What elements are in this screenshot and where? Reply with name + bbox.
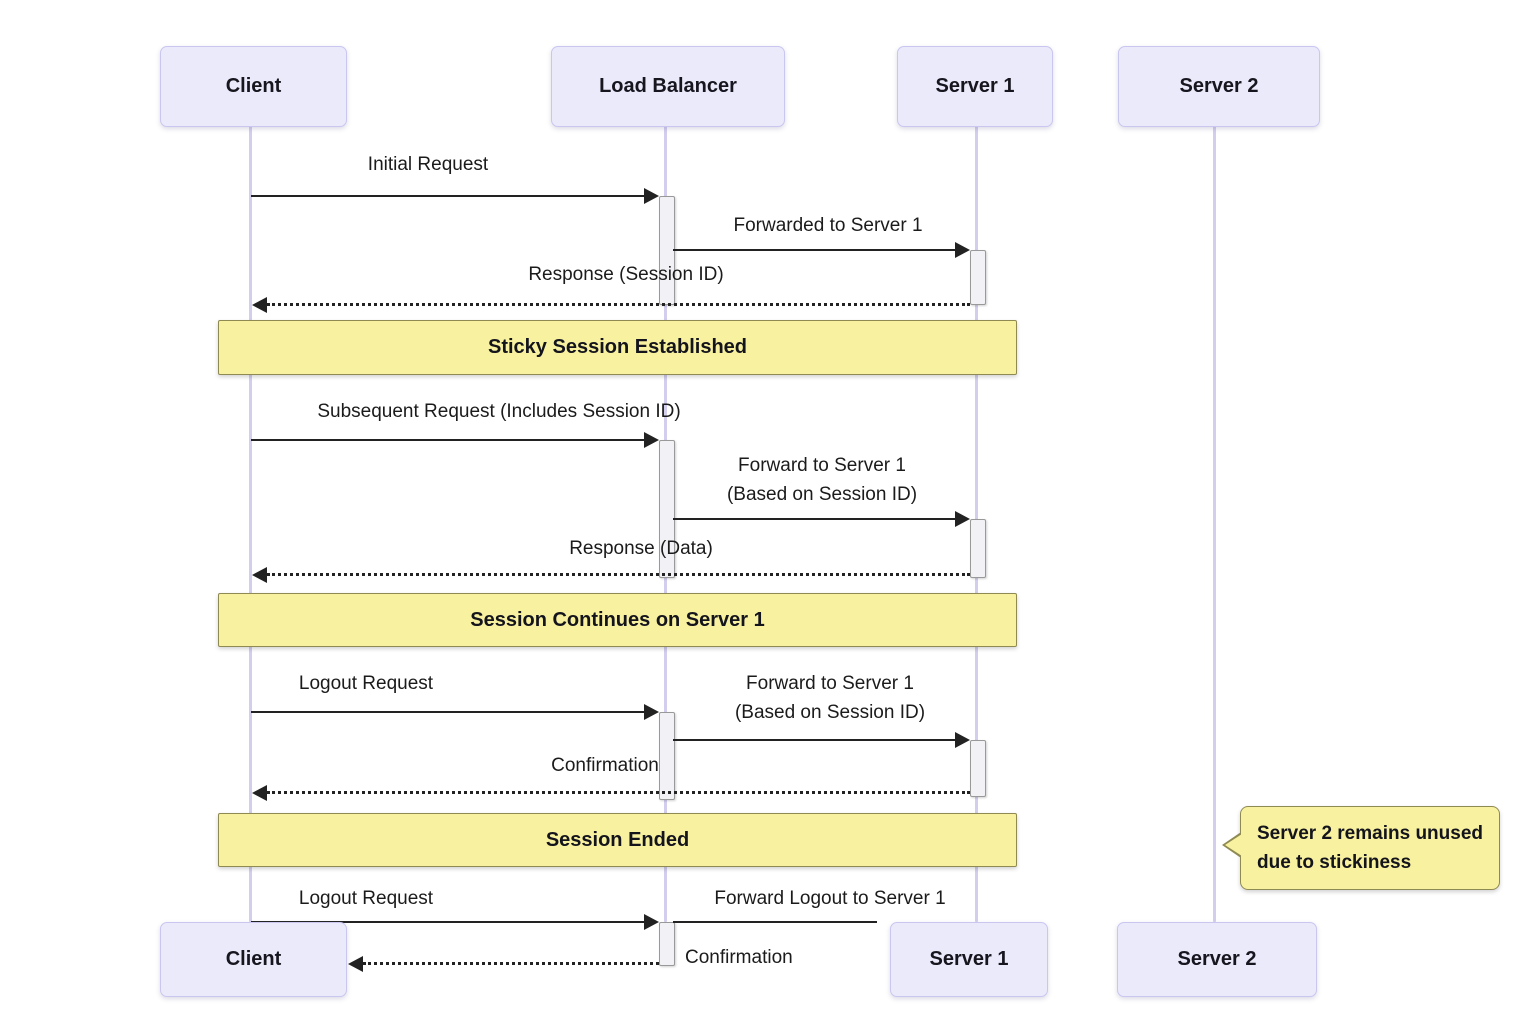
note-label: Sticky Session Established bbox=[488, 336, 747, 358]
message-arrow-line bbox=[673, 249, 955, 251]
note-session-continues: Session Continues on Server 1 bbox=[218, 593, 1017, 647]
actor-label: Server 2 bbox=[1179, 75, 1259, 97]
message-arrow-line bbox=[673, 739, 955, 741]
message-label-line2: (Based on Session ID) bbox=[734, 702, 926, 723]
actor-label: Load Balancer bbox=[599, 75, 737, 97]
message-return-line bbox=[267, 303, 970, 306]
activation-server1-1 bbox=[970, 250, 986, 305]
actor-label: Server 1 bbox=[935, 75, 1015, 97]
note-session-ended: Session Ended bbox=[218, 813, 1017, 867]
message-label: Response (Session ID) bbox=[528, 264, 724, 285]
actor-label: Client bbox=[225, 948, 282, 970]
activation-load-balancer-3 bbox=[659, 712, 675, 800]
message-label-line1: Forward to Server 1 bbox=[746, 673, 914, 694]
activation-server1-2 bbox=[970, 519, 986, 578]
actor-client-top: Client bbox=[160, 46, 347, 127]
message-arrow-line bbox=[251, 439, 644, 441]
lifeline-server2 bbox=[1213, 121, 1216, 922]
note-label: Session Ended bbox=[545, 828, 690, 851]
callout-server2-unused: Server 2 remains unused due to stickines… bbox=[1222, 806, 1500, 890]
message-label-line2: (Based on Session ID) bbox=[726, 484, 918, 505]
note-sticky-session-established: Sticky Session Established bbox=[218, 320, 1017, 375]
callout-line1: Server 2 remains unused bbox=[1257, 823, 1483, 844]
message-label: Forward Logout to Server 1 bbox=[714, 888, 946, 909]
message-label: Confirmation bbox=[685, 947, 793, 968]
arrowhead-icon bbox=[644, 188, 659, 204]
message-arrow-line bbox=[251, 195, 644, 197]
message-return-line bbox=[363, 962, 659, 965]
lifeline-client bbox=[249, 121, 252, 922]
arrowhead-icon bbox=[348, 956, 363, 972]
actor-label: Server 1 bbox=[929, 948, 1009, 970]
message-label-line1: Forward to Server 1 bbox=[738, 455, 906, 476]
actor-server1-bottom: Server 1 bbox=[890, 922, 1048, 997]
message-arrow-line bbox=[251, 921, 644, 923]
activation-load-balancer-2 bbox=[659, 440, 675, 578]
callout-tail-icon bbox=[1225, 834, 1242, 856]
message-label: Initial Request bbox=[367, 154, 489, 175]
arrowhead-icon bbox=[644, 432, 659, 448]
message-return-line bbox=[267, 573, 970, 576]
activation-server1-3 bbox=[970, 740, 986, 797]
actor-load-balancer-top: Load Balancer bbox=[551, 46, 785, 127]
note-label: Session Continues on Server 1 bbox=[470, 608, 765, 631]
arrowhead-icon bbox=[252, 297, 267, 313]
activation-load-balancer-4 bbox=[659, 922, 675, 966]
arrowhead-icon bbox=[955, 242, 970, 258]
arrowhead-icon bbox=[955, 511, 970, 527]
message-label: Forward to Server 1 (Based on Session ID… bbox=[727, 451, 917, 509]
arrowhead-icon bbox=[252, 567, 267, 583]
message-return-line bbox=[267, 791, 970, 794]
message-label: Forward to Server 1 (Based on Session ID… bbox=[735, 669, 925, 727]
message-label: Forwarded to Server 1 bbox=[733, 215, 923, 236]
arrowhead-icon bbox=[644, 704, 659, 720]
callout-line2: due to stickiness bbox=[1257, 852, 1412, 873]
message-label: Confirmation bbox=[551, 755, 659, 776]
arrowhead-icon bbox=[252, 785, 267, 801]
arrowhead-icon bbox=[644, 914, 659, 930]
message-arrow-line bbox=[251, 711, 644, 713]
message-label: Response (Data) bbox=[569, 538, 713, 559]
actor-label: Server 2 bbox=[1177, 948, 1257, 970]
arrowhead-icon bbox=[955, 732, 970, 748]
message-label: Logout Request bbox=[298, 888, 434, 909]
message-arrow-line bbox=[673, 518, 955, 520]
actor-server1-top: Server 1 bbox=[897, 46, 1053, 127]
message-arrow-line bbox=[673, 921, 877, 923]
actor-server2-top: Server 2 bbox=[1118, 46, 1320, 127]
message-label: Subsequent Request (Includes Session ID) bbox=[317, 401, 681, 422]
actor-client-bottom: Client bbox=[160, 922, 347, 997]
actor-label: Client bbox=[225, 75, 282, 97]
actor-server2-bottom: Server 2 bbox=[1117, 922, 1317, 997]
message-label: Logout Request bbox=[298, 673, 434, 694]
